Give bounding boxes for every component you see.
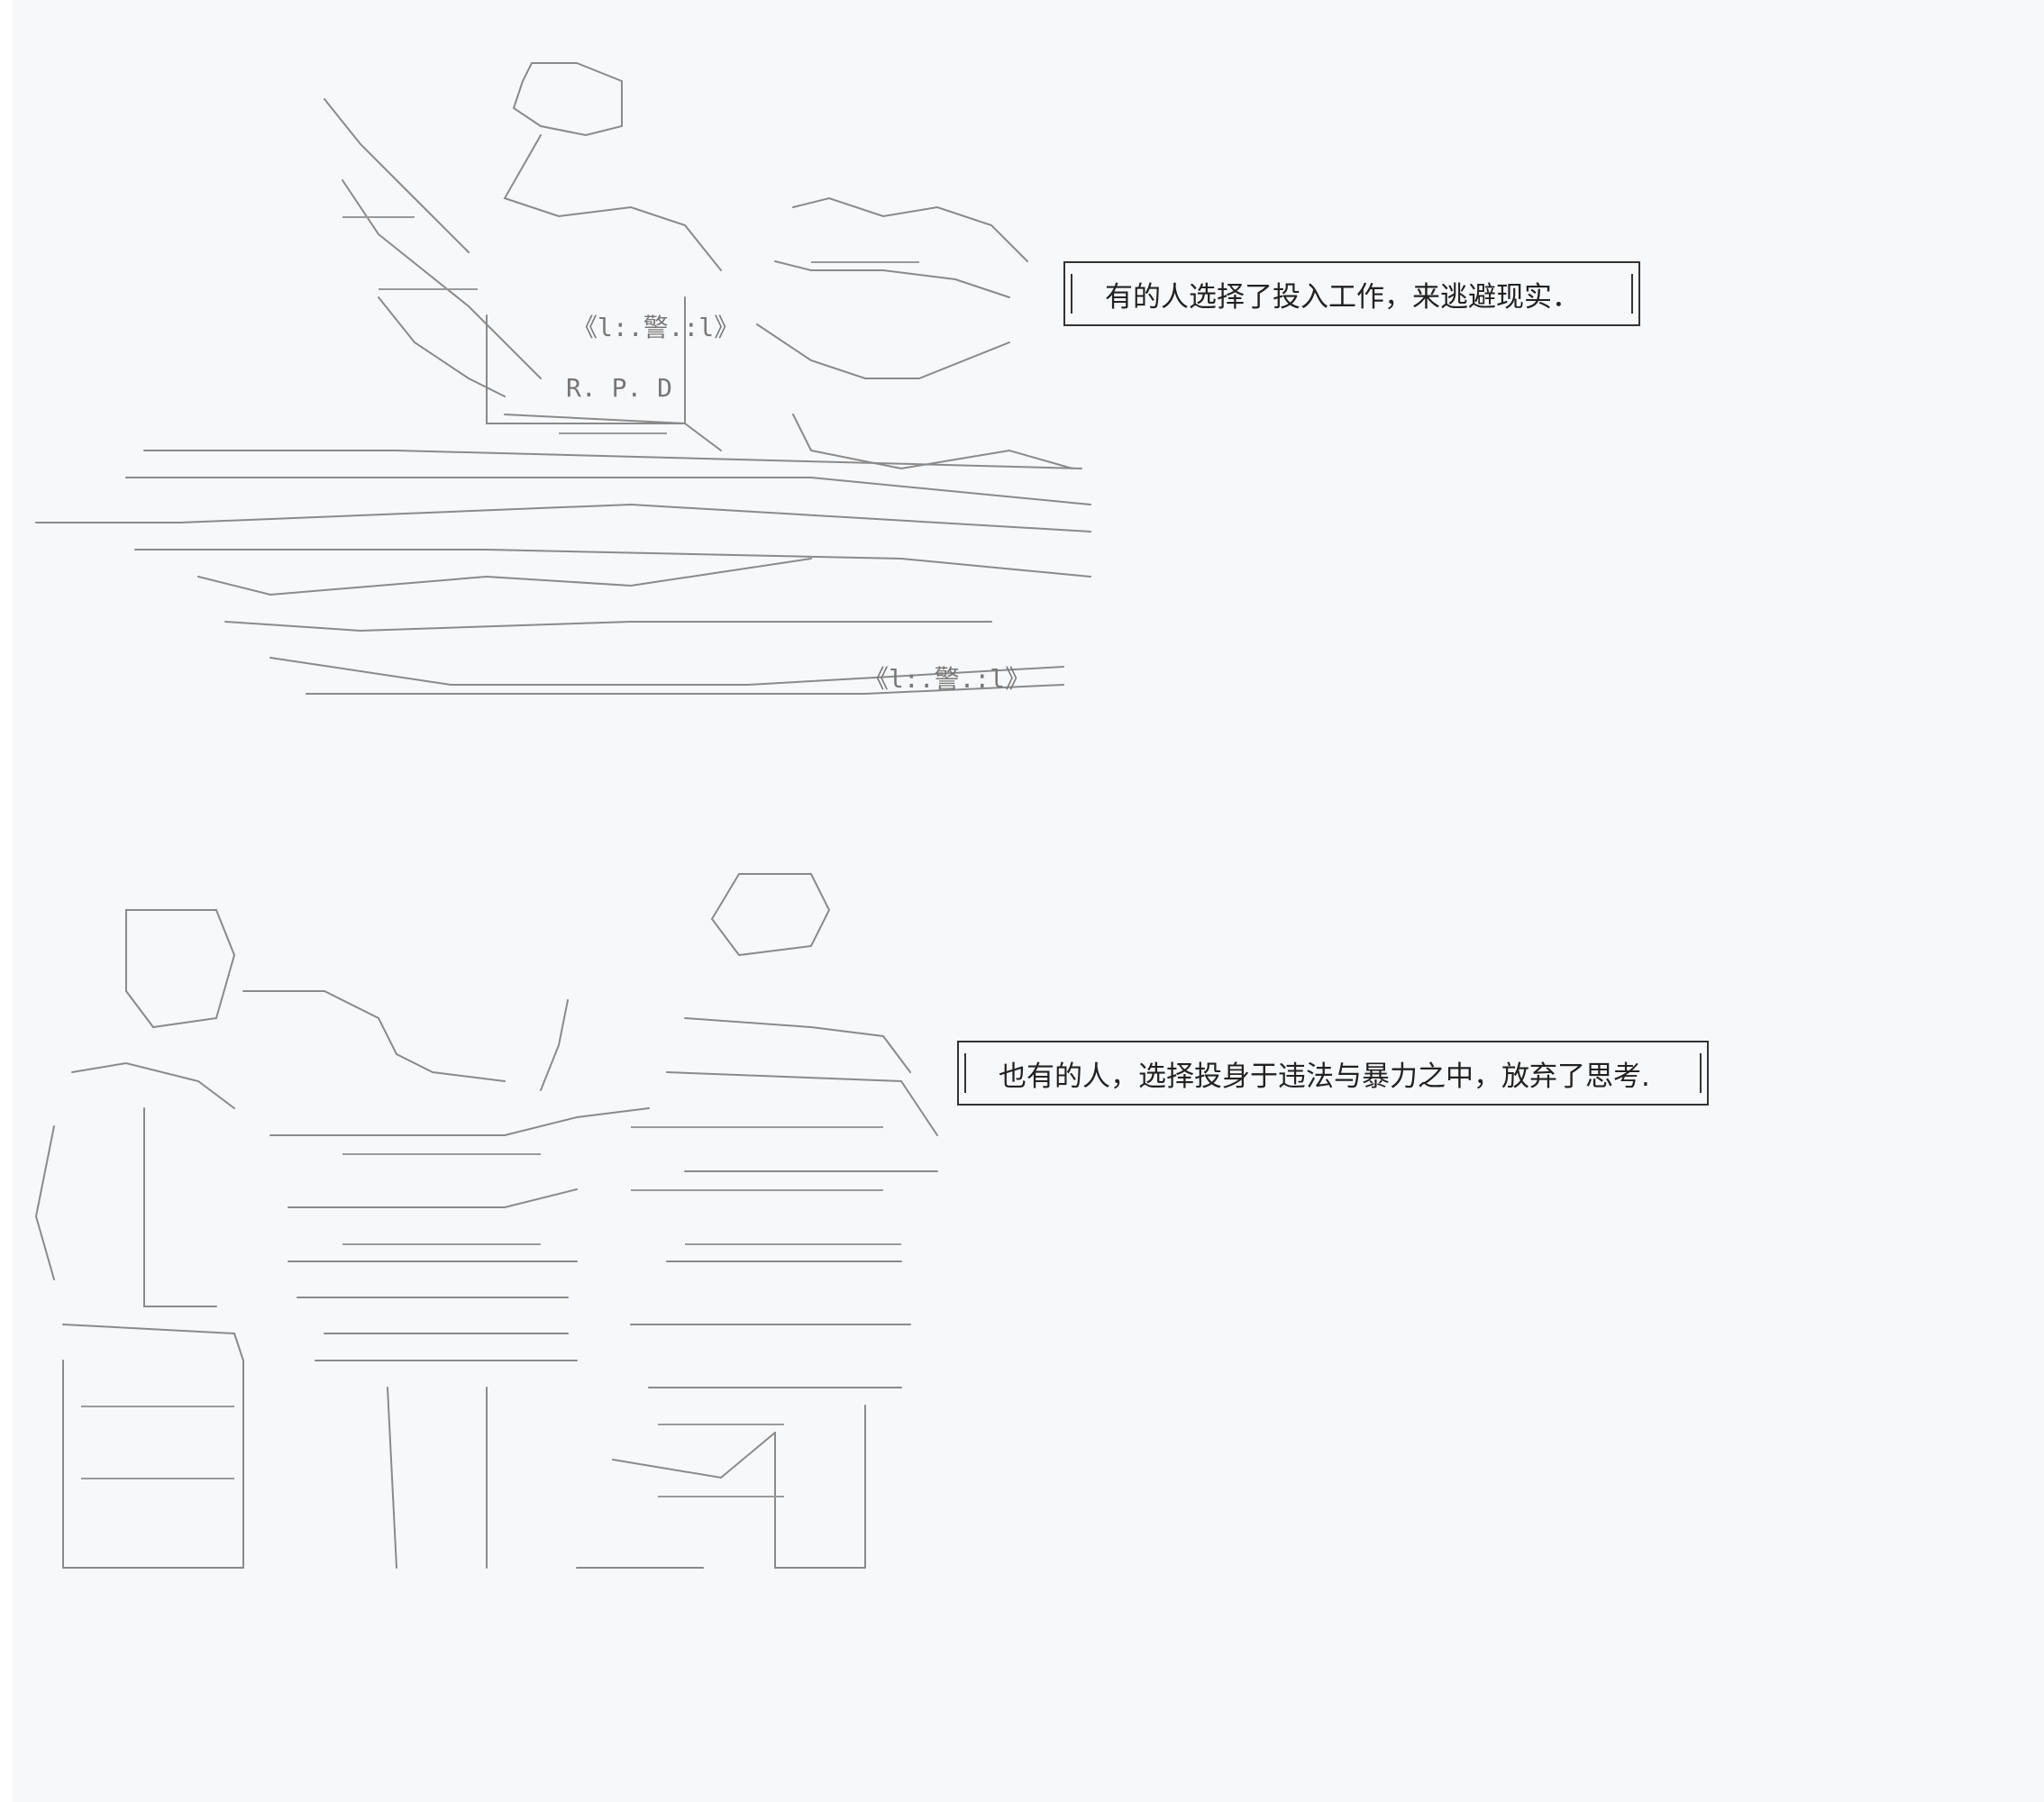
top-desk-counter xyxy=(35,450,1091,695)
bottom-right-thug xyxy=(576,873,938,1569)
badge-text-1: 《l:.警.:l》 xyxy=(572,313,739,342)
bottom-victim xyxy=(242,990,650,1569)
caption-box-top: 有的人选择了投入工作，来逃避现实． xyxy=(1063,261,1640,326)
top-officer-cap-figure xyxy=(756,196,1073,470)
caption-text-bottom: 也有的人，选择投身于违法与暴力之中，放弃了思考. xyxy=(999,1060,1650,1093)
rpd-text: R. P. D xyxy=(566,373,672,403)
bat-mark xyxy=(540,999,569,1091)
badge-text-2: 《l:.警.:l》 xyxy=(863,664,1030,694)
caption-text-top: 有的人选择了投入工作，来逃避现实． xyxy=(1105,280,1580,314)
ascii-art-illustration: 《l:.警.:l》 R. P. D 《l:.警.:l》 xyxy=(34,62,1091,1569)
caption-box-bottom: 也有的人，选择投身于违法与暴力之中，放弃了思考. xyxy=(957,1041,1709,1106)
left-margin xyxy=(0,0,13,1802)
texture-dots xyxy=(81,216,919,1497)
bottom-left-thug xyxy=(34,909,244,1569)
